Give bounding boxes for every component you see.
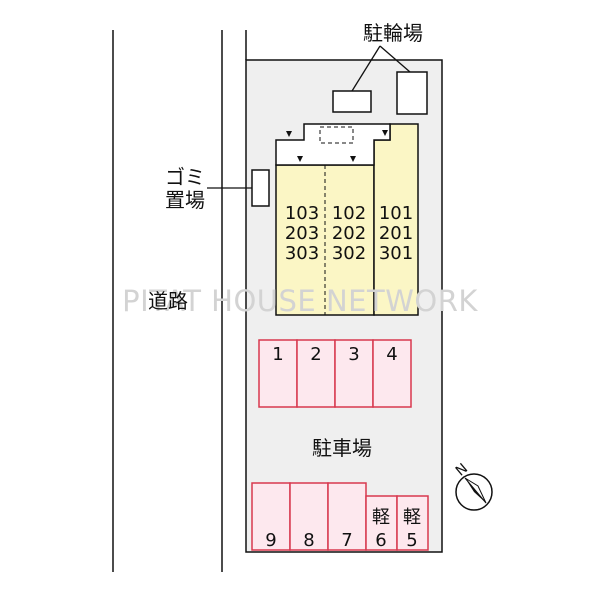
garbage-label-bottom: 置場 [165,188,205,212]
parking-number-9: 9 [265,530,276,551]
garbage-area [251,169,270,207]
parking-number-4: 4 [386,344,397,365]
compass: N [453,461,493,511]
room-101: 101 [379,203,413,224]
parking-space-3 [334,339,374,408]
bicycle-leader-2 [379,45,411,73]
bicycle-parking-label: 駐輪場 [363,21,423,45]
parking-space-5 [396,495,429,551]
road-label: 道路 [148,289,188,313]
parking-space-1 [258,339,298,408]
parking-space-2 [296,339,336,408]
room-column-102: 102 202 302 [332,203,366,264]
watermark: PITAT HOUSE NETWORK [122,284,478,318]
room-column-101: 101 201 301 [379,203,413,264]
bicycle-parking-1 [332,90,372,113]
room-201: 201 [379,223,413,244]
bicycle-parking-2 [396,71,428,115]
parking-space-7 [327,482,367,551]
entrance-arrow-3 [350,156,356,162]
parking-space-6 [365,495,398,551]
room-103: 103 [285,203,319,224]
room-102: 102 [332,203,366,224]
room-202: 202 [332,223,366,244]
room-302: 302 [332,243,366,264]
parking-number-8: 8 [303,530,314,551]
entrance-arrow-1 [286,131,292,137]
parking-kei-label-6: 軽 [372,507,390,528]
room-203: 203 [285,223,319,244]
parking-space-9 [251,482,291,551]
parking-number-6: 6 [375,530,386,551]
parking-row-bottom: 9 8 7 軽 軽 6 5 [251,482,429,551]
parking-number-7: 7 [341,530,352,551]
bicycle-leader-1 [351,45,381,92]
parking-number-1: 1 [272,344,283,365]
corridor-notch [319,126,354,144]
compass-needle-tail [464,477,487,504]
room-303: 303 [285,243,319,264]
entrance-arrow-2 [297,156,303,162]
parking-kei-label-5: 軽 [403,507,421,528]
garbage-label-top: ゴミ [165,165,205,189]
parking-number-2: 2 [310,344,321,365]
building-corridor [275,123,391,166]
entrance-arrow-4 [382,130,388,136]
parking-number-3: 3 [348,344,359,365]
parking-row-top: 1 2 3 4 [258,339,412,408]
parking-number-5: 5 [406,530,417,551]
lot-outline [246,30,253,40]
room-column-103: 103 203 303 [285,203,319,264]
car-parking-label: 駐車場 [312,436,372,460]
parking-space-4 [372,339,412,408]
room-301: 301 [379,243,413,264]
